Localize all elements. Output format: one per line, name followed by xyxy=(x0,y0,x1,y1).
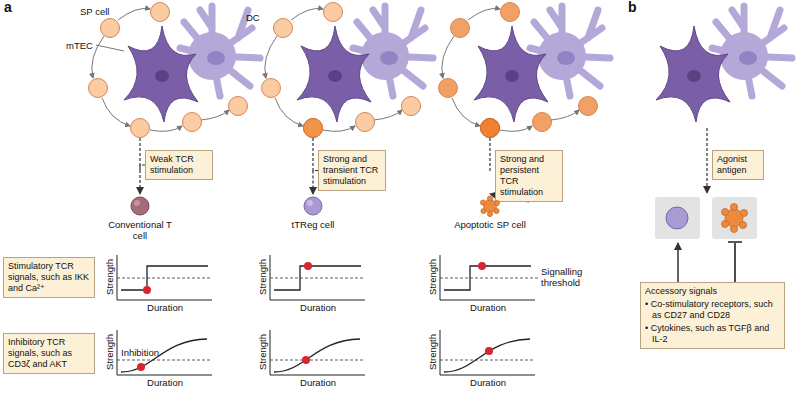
mtec-dc-cells xyxy=(656,6,792,122)
axis-label: Duration xyxy=(300,377,336,388)
cell-node: tTReg cell xyxy=(273,195,353,230)
annotation: Signalling threshold xyxy=(541,266,605,288)
node-text: tTReg cell xyxy=(273,219,353,230)
cell-panel xyxy=(712,197,757,239)
axis-label: Strength xyxy=(427,334,438,370)
node-text: Accessory signals xyxy=(645,286,780,297)
cell-panel xyxy=(655,197,700,239)
stimulated-sp-cell xyxy=(481,119,500,138)
node-text: Inhibitory TCR signals, such as CD3ζ and… xyxy=(8,337,90,370)
process-box: Strong and transient TCR stimulation xyxy=(318,150,386,191)
axis-label: Strength xyxy=(257,334,268,370)
apoptotic-cell xyxy=(722,204,748,233)
panel-letter: b xyxy=(628,0,637,15)
node-text: Apoptotic SP cell xyxy=(450,219,530,230)
node-text: Agonist antigen xyxy=(717,154,759,176)
axis-label: Duration xyxy=(470,302,506,313)
leader-line xyxy=(96,45,124,51)
dashed-arrow xyxy=(706,128,707,193)
node-text: Strong and persistent TCR stimulation xyxy=(500,154,558,198)
cell-icon xyxy=(479,195,501,217)
node-text: Stimulatory TCR signals, such as IKK and… xyxy=(8,261,90,294)
treg-cell xyxy=(666,207,688,229)
node-text: Weak TCR stimulation xyxy=(150,154,208,176)
axis-label: Duration xyxy=(470,377,506,388)
cell-label: mTEC xyxy=(66,40,93,51)
axis-label: Duration xyxy=(300,302,336,313)
axis-label: Strength xyxy=(104,334,115,370)
node-text: Conventional T cell xyxy=(100,219,180,241)
process-box: Weak TCR stimulation xyxy=(145,150,213,180)
axis-label: Strength xyxy=(427,259,438,295)
node-text: Strong and transient TCR stimulation xyxy=(323,154,381,187)
process-box: Agonist antigen xyxy=(712,150,764,180)
signal-graphs xyxy=(117,255,538,375)
cell-node: Apoptotic SP cell xyxy=(450,195,530,230)
panel-letter: a xyxy=(4,0,12,15)
process-box: Accessory signals • Co-stimulatory recept… xyxy=(640,282,785,349)
axis-label: Duration xyxy=(147,377,183,388)
process-box: Stimulatory TCR signals, such as IKK and… xyxy=(3,257,95,298)
sp-cells xyxy=(439,3,598,138)
annotation: Inhibition xyxy=(121,347,159,358)
axis-label: Duration xyxy=(147,302,183,313)
stimulated-sp-cell xyxy=(304,119,323,138)
cell-icon xyxy=(302,195,324,217)
node-text: • Co-stimulatory receptors, such as CD27… xyxy=(645,299,780,321)
sp-cells xyxy=(262,3,421,138)
cell-icon xyxy=(129,195,151,217)
inhibition-bar xyxy=(728,242,742,282)
node-text: • Cytokines, such as TGFβ and IL-2 xyxy=(645,323,780,345)
process-box: Strong and persistent TCR stimulation xyxy=(495,150,563,202)
process-box: Inhibitory TCR signals, such as CD3ζ and… xyxy=(3,333,95,374)
axis-label: Strength xyxy=(257,259,268,295)
cell-label: SP cell xyxy=(80,6,109,17)
cell-node: Conventional T cell xyxy=(100,195,180,241)
cell-label: DC xyxy=(246,12,260,23)
activation-arrow xyxy=(677,243,678,282)
axis-label: Strength xyxy=(104,259,115,295)
sp-cells xyxy=(89,3,248,138)
